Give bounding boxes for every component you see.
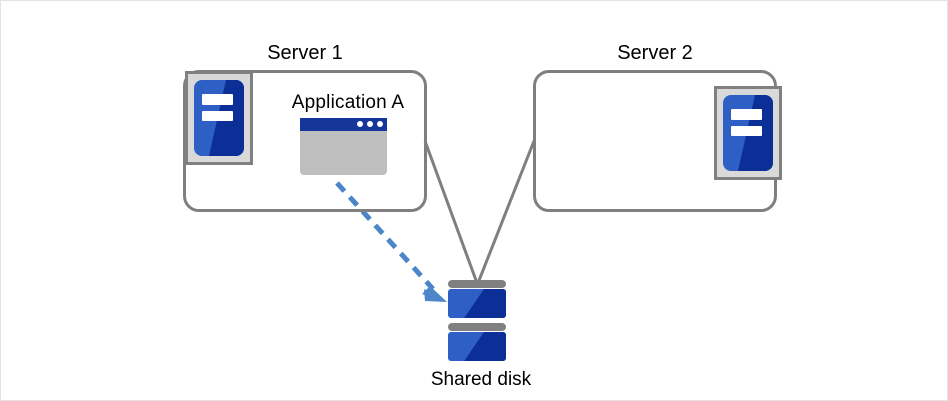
server-icon-body xyxy=(194,80,244,156)
application-window-icon[interactable] xyxy=(300,118,387,175)
disk-shade xyxy=(464,332,506,361)
disk-unit xyxy=(448,280,506,319)
application-a-label: Application A xyxy=(291,92,405,113)
server-icon xyxy=(185,71,253,165)
server-icon-bar-bottom xyxy=(731,126,762,137)
server1-title: Server 1 xyxy=(267,42,343,64)
disk-cap xyxy=(448,323,506,331)
application-window-titlebar xyxy=(300,118,387,131)
connector-application-a-to-disk xyxy=(335,181,435,291)
window-dot-icon xyxy=(357,121,363,127)
server-icon-bar-top xyxy=(731,109,762,120)
disk-body xyxy=(448,289,506,318)
arrowhead-icon xyxy=(422,286,447,302)
disk-unit xyxy=(448,323,506,362)
server-icon-bar-top xyxy=(202,94,233,105)
shared-disk-label: Shared disk xyxy=(430,369,532,390)
server-icon-bar-bottom xyxy=(202,111,233,122)
disk-shade xyxy=(464,289,506,318)
connector-server1-to-disk xyxy=(423,140,479,284)
application-window-dots xyxy=(357,121,383,127)
disk-cap xyxy=(448,280,506,288)
arrowhead-icon-wing xyxy=(424,289,447,302)
server1-box[interactable] xyxy=(183,70,427,212)
disk-body xyxy=(448,332,506,361)
server-icon xyxy=(714,86,782,180)
disk-stack-icon[interactable] xyxy=(448,280,506,362)
server2-title: Server 2 xyxy=(617,42,693,64)
window-dot-icon xyxy=(377,121,383,127)
connector-server2-to-disk xyxy=(476,140,536,284)
application-window-body xyxy=(300,131,387,175)
server-icon-body xyxy=(723,95,773,171)
window-dot-icon xyxy=(367,121,373,127)
